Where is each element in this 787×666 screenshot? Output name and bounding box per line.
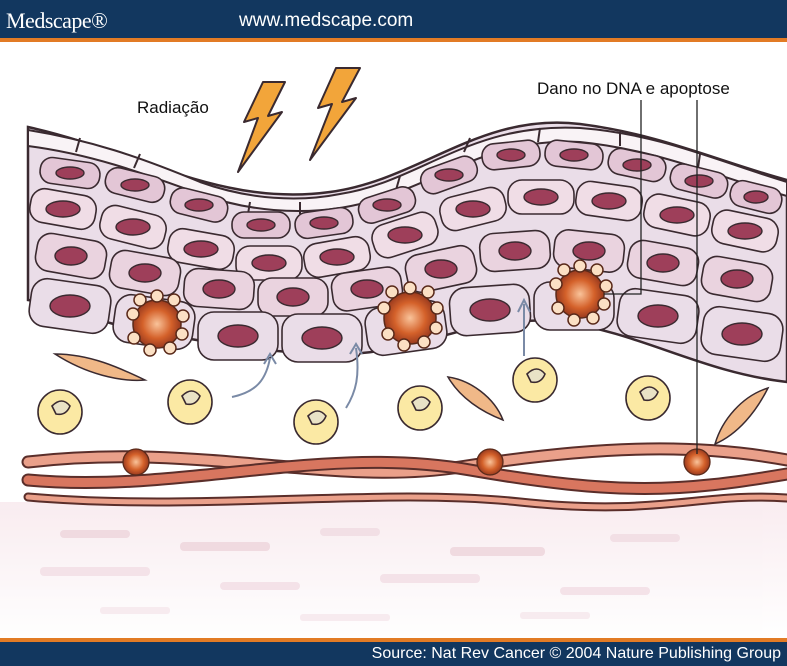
source-credit: Source: Nat Rev Cancer © 2004 Nature Pub…	[372, 645, 781, 663]
radiation-label: Radiação	[137, 98, 209, 118]
immune-cells	[38, 358, 670, 444]
faded-tissue-streaks	[0, 502, 787, 638]
tissue-illustration	[0, 42, 787, 638]
header-url: www.medscape.com	[239, 10, 413, 32]
medscape-logo: Medscape®	[6, 8, 107, 34]
footer-bar: Source: Nat Rev Cancer © 2004 Nature Pub…	[0, 638, 787, 666]
header-bar: Medscape® www.medscape.com	[0, 0, 787, 42]
lightning-bolt-icon	[238, 68, 360, 172]
dna-damage-apoptosis-label: Dano no DNA e apoptose	[537, 79, 730, 99]
footer-accent-rule	[0, 638, 787, 642]
tissue-diagram: Radiação Dano no DNA e apoptose	[0, 42, 787, 638]
